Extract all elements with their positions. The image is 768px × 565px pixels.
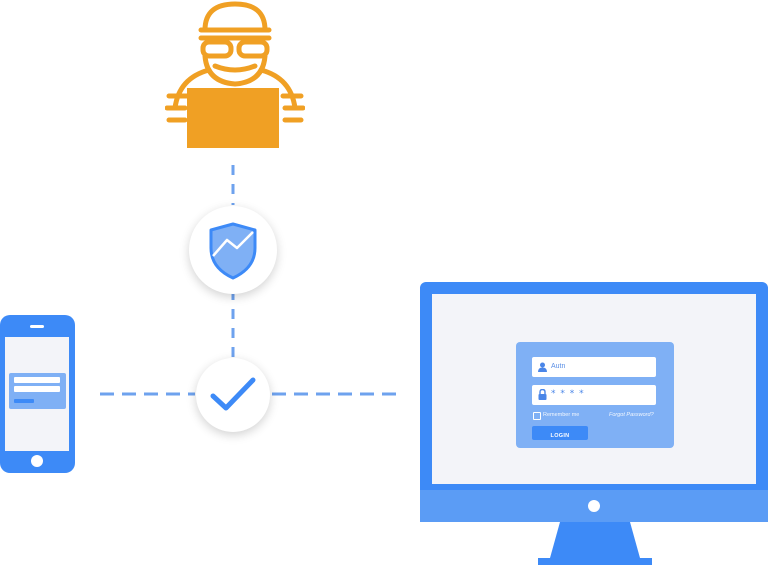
checkmark-icon	[210, 377, 256, 411]
hacker-laptop	[187, 88, 279, 148]
smartphone-icon	[0, 315, 75, 473]
username-field[interactable]: Autn	[532, 357, 656, 377]
login-form-card: Autn * * * * Remember me Forgot Password…	[516, 342, 674, 448]
login-button-label: LOGIN	[550, 433, 570, 439]
password-field[interactable]: * * * *	[532, 385, 656, 405]
lock-icon	[538, 389, 547, 400]
monitor-stand	[538, 522, 652, 565]
desktop-monitor-icon: Autn * * * * Remember me Forgot Password…	[420, 282, 768, 565]
phone-mini-form	[9, 373, 66, 409]
monitor-power-button	[588, 500, 600, 512]
password-mask: * * * *	[551, 389, 585, 399]
hacker-icon	[165, 1, 305, 148]
shield-icon	[209, 222, 257, 280]
remember-label: Remember me	[543, 412, 580, 418]
phone-home-button	[31, 455, 43, 467]
phone-speaker	[30, 325, 44, 328]
login-button[interactable]: LOGIN	[532, 426, 588, 440]
user-icon	[538, 362, 547, 372]
forgot-password-link[interactable]: Forgot Password?	[609, 412, 654, 418]
checkmark-node	[196, 358, 270, 432]
username-value: Autn	[551, 363, 566, 370]
remember-checkbox[interactable]	[533, 412, 541, 420]
